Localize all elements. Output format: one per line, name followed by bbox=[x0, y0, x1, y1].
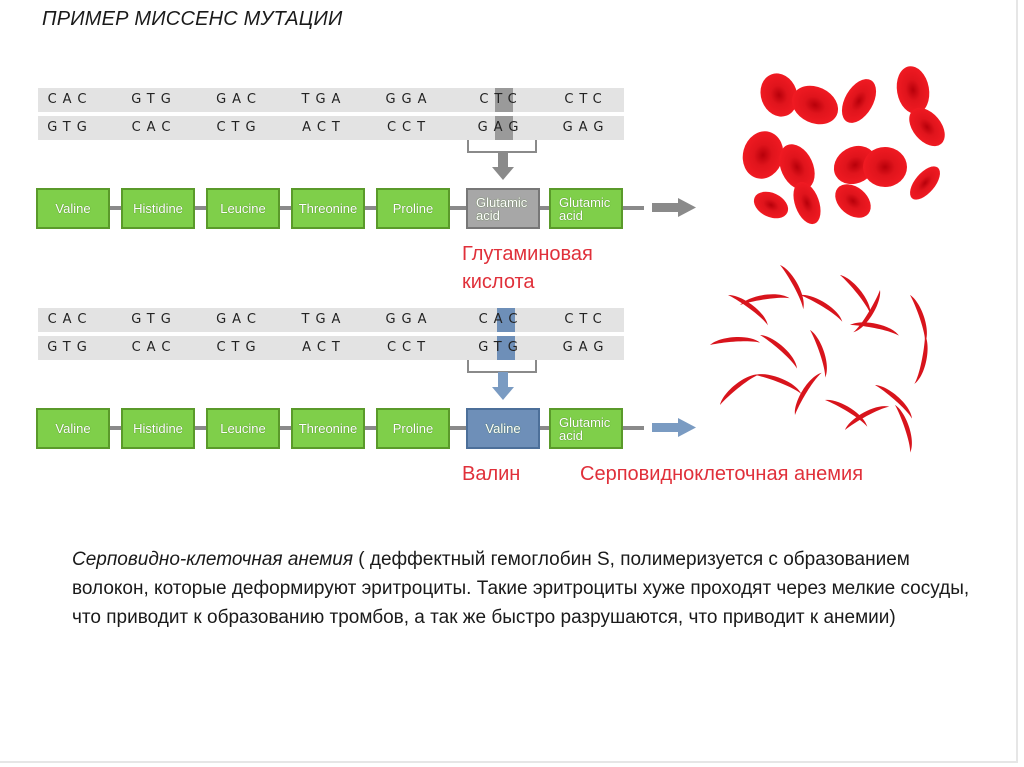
mutant-aa-leucine: Leucine bbox=[206, 408, 280, 449]
codon: ACT bbox=[302, 340, 346, 355]
normal-translation-arrow bbox=[467, 140, 537, 180]
codon: GAG bbox=[562, 120, 610, 135]
mutant-aa-glutamic-acid: Glutamic acid bbox=[549, 408, 623, 449]
normal-highlight-bottom bbox=[495, 116, 513, 140]
codon: GAG bbox=[562, 340, 610, 355]
mutant-highlight-bottom bbox=[497, 336, 515, 360]
codon: CCT bbox=[386, 340, 432, 355]
mutant-aa-threonine: Threonine bbox=[291, 408, 365, 449]
mutant-aa-valine-mutation-site: Valine bbox=[466, 408, 540, 449]
sickle-cell-anemia-label: Серповидноклеточная анемия bbox=[580, 463, 864, 485]
codon: CAC bbox=[478, 312, 524, 327]
codon: CTC bbox=[479, 92, 523, 107]
codon: GGA bbox=[385, 312, 433, 327]
codon: GGA bbox=[385, 92, 433, 107]
codon: GAC bbox=[216, 92, 262, 107]
codon: ACT bbox=[302, 120, 346, 135]
normal-result-arrow bbox=[652, 198, 696, 217]
codon: GTG bbox=[47, 340, 93, 355]
normal-aa-leucine: Leucine bbox=[206, 188, 280, 229]
codon: TGA bbox=[301, 92, 347, 107]
codon: CAC bbox=[131, 120, 177, 135]
codon: CTG bbox=[216, 120, 262, 135]
normal-aa-proline: Proline bbox=[376, 188, 450, 229]
codon: CTC bbox=[564, 92, 608, 107]
codon: TGA bbox=[301, 312, 347, 327]
normal-aa-valine: Valine bbox=[36, 188, 110, 229]
mutant-dna-bottom-strand: GTG CAC CTG ACT CCT GTG GAG bbox=[38, 336, 624, 360]
explanation-text: ( деффектный гемоглобин S, полимеризуетс… bbox=[72, 549, 970, 628]
mutant-highlight-top bbox=[497, 308, 515, 332]
codon: GTG bbox=[131, 92, 177, 107]
disease-name: Серповидно-клеточная анемия bbox=[72, 549, 353, 570]
normal-mutation-label: Глутаминовая кислота bbox=[462, 243, 593, 293]
normal-aa-threonine: Threonine bbox=[291, 188, 365, 229]
normal-aa-glutamic-acid-mutation-site: Glutamic acid bbox=[466, 188, 540, 229]
codon: CTC bbox=[564, 312, 608, 327]
normal-aa-glutamic-acid: Glutamic acid bbox=[549, 188, 623, 229]
mutant-dna-top-strand: CAC GTG GAC TGA GGA CAC CTC bbox=[38, 308, 624, 332]
codon: CAC bbox=[47, 92, 93, 107]
codon: CAC bbox=[131, 340, 177, 355]
codon: CCT bbox=[386, 120, 432, 135]
mutant-result-arrow bbox=[652, 418, 696, 437]
codon: GAC bbox=[216, 312, 262, 327]
codon: GAG bbox=[477, 120, 525, 135]
mutant-mutation-label: Валин bbox=[462, 463, 521, 485]
normal-dna-top-strand: CAC GTG GAC TGA GGA CTC CTC bbox=[38, 88, 624, 112]
codon: GTG bbox=[47, 120, 93, 135]
codon: CAC bbox=[47, 312, 93, 327]
normal-highlight-top bbox=[495, 88, 513, 112]
codon: GTG bbox=[131, 312, 177, 327]
mutant-aa-valine: Valine bbox=[36, 408, 110, 449]
normal-aa-histidine: Histidine bbox=[121, 188, 195, 229]
slide-title: ПРИМЕР МИССЕНС МУТАЦИИ bbox=[42, 8, 343, 30]
sickle-red-blood-cells-icon bbox=[710, 265, 928, 453]
mutant-aa-proline: Proline bbox=[376, 408, 450, 449]
explanation-paragraph: Серповидно-клеточная анемия ( деффектный… bbox=[72, 545, 972, 632]
mutant-aa-histidine: Histidine bbox=[121, 408, 195, 449]
mutant-translation-arrow bbox=[467, 360, 537, 400]
codon: GTG bbox=[478, 340, 524, 355]
normal-red-blood-cells-icon bbox=[742, 66, 945, 225]
codon: CTG bbox=[216, 340, 262, 355]
normal-dna-bottom-strand: GTG CAC CTG ACT CCT GAG GAG bbox=[38, 116, 624, 140]
